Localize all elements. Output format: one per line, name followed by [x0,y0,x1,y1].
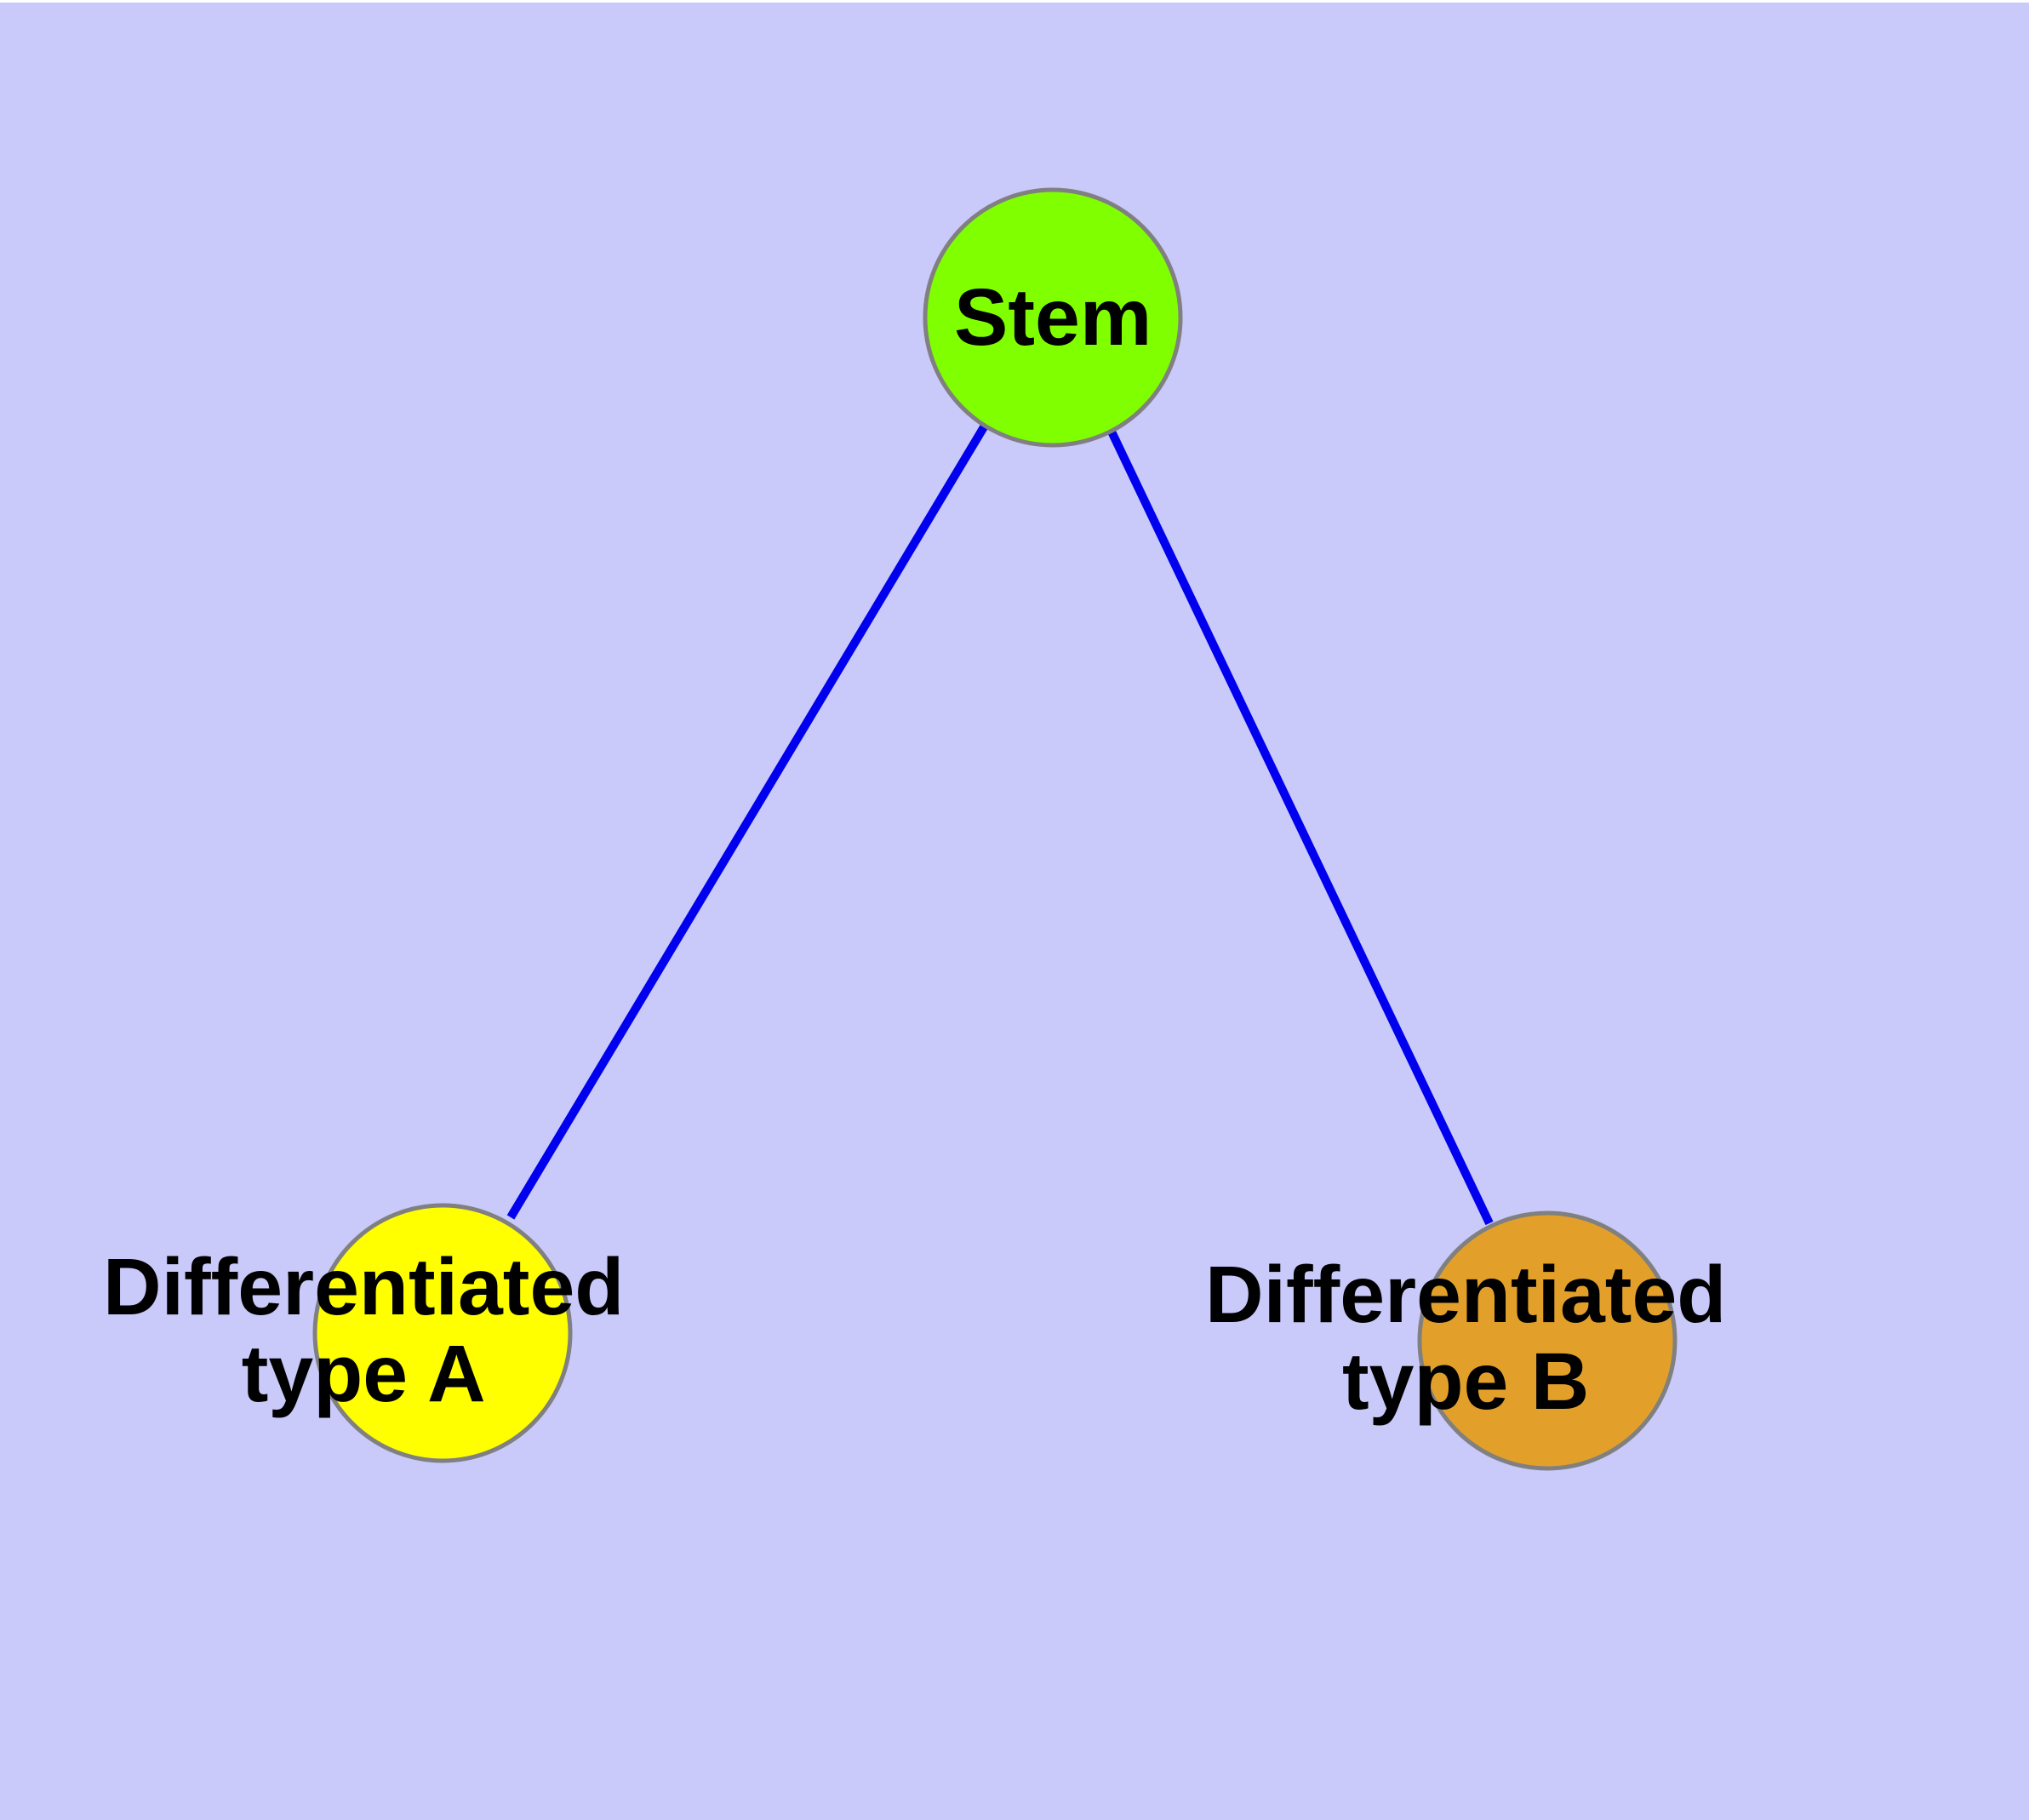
graph-node-stem[interactable] [923,187,1183,448]
graph-node-diff-b[interactable] [1417,1210,1677,1471]
graph-node-diff-a[interactable] [312,1203,573,1463]
nodes-layer [312,187,1677,1471]
edges-layer [506,423,1494,1226]
graph-edge-stem-to-diff-a[interactable] [506,423,989,1220]
graph-edge-stem-to-diff-b[interactable] [1107,429,1494,1226]
